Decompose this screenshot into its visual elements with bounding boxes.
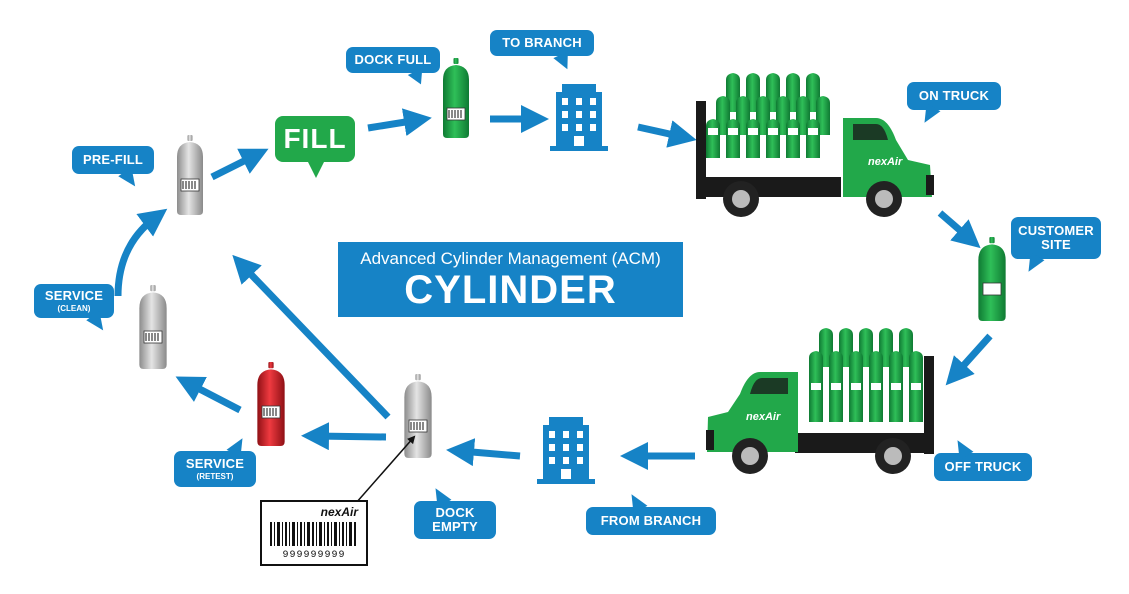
label-customer-site-line2: SITE [1041,237,1071,252]
cylinder-dock-empty [404,374,432,458]
arrow-fill-to-dockfull [367,108,432,137]
arrow-truck-to-customer [937,210,981,249]
label-service-clean-sub: (CLEAN) [57,303,91,313]
label-pre-fill-text: PRE-FILL [82,152,144,168]
diagram-title: Advanced Cylinder Management (ACM) CYLIN… [338,242,683,357]
label-pre-fill: PRE-FILL [72,146,154,191]
label-from-branch-text: FROM BRANCH [600,513,702,529]
title-line-2: CYLINDER FLOW [404,268,617,357]
cylinder-service-retest [257,362,285,446]
label-dock-full-text: DOCK FULL [354,52,432,68]
arrow-dockempty-to-prefill [232,254,391,420]
cylinder-dock-full [443,58,469,138]
barcode-pointer-line [355,435,416,504]
truck-brand-text: nexAir [868,156,903,168]
label-service-clean-text: SERVICE [44,287,104,303]
fill-bubble-tail [307,160,325,178]
cylinder-customer-site [978,237,1006,321]
flow-arrows [114,105,993,470]
label-service-retest-text: SERVICE [185,455,245,471]
arrow-customer-to-offtruck [945,333,993,386]
fill-bubble: FILL [275,116,355,178]
arrow-branch-to-truck [637,120,697,148]
truck-brand-text: nexAir [746,411,781,423]
label-off-truck: OFF TRUCK [934,436,1032,481]
arrow-prefill-to-fill [210,148,269,181]
label-on-truck-text: ON TRUCK [918,88,990,104]
arrow-clean-to-prefill [114,208,168,297]
building-icon-to-branch [550,84,608,151]
barcode-icon [270,522,356,546]
label-off-truck-text: OFF TRUCK [944,459,1022,475]
label-customer-site: CUSTOMER SITE [1011,217,1101,276]
truck-off-truck: nexAir [706,328,934,474]
fill-label: FILL [283,123,347,154]
label-from-branch: FROM BRANCH [586,490,716,535]
barcode-number: 999999999 [282,550,346,561]
label-on-truck: ON TRUCK [907,82,1001,127]
arrow-dockempty-to-retest [301,422,387,451]
label-dock-empty: DOCK EMPTY [414,484,496,539]
label-dock-empty-line1: DOCK [435,505,475,521]
cylinder-service-clean [139,285,167,369]
arrow-branch-to-dockempty [446,438,521,467]
label-service-retest: SERVICE (RETEST) [174,434,256,487]
label-to-branch-text: TO BRANCH [502,35,582,51]
barcode-brand: nexAir [320,505,358,519]
cylinder-prefill [177,135,203,215]
label-dock-empty-line2: EMPTY [432,519,478,534]
truck-on-truck: nexAir [696,73,934,217]
label-to-branch: TO BRANCH [490,30,594,73]
label-dock-full: DOCK FULL [346,47,440,88]
barcode-label-card: nexAir 999999999 [260,500,368,566]
title-line-1: Advanced Cylinder Management (ACM) [360,249,661,268]
building-icon-from-branch [537,417,595,484]
arrow-retest-to-clean [175,376,242,414]
label-service-retest-sub: (RETEST) [196,471,234,481]
label-service-clean: SERVICE (CLEAN) [34,284,114,335]
label-customer-site-line1: CUSTOMER [1018,223,1094,239]
